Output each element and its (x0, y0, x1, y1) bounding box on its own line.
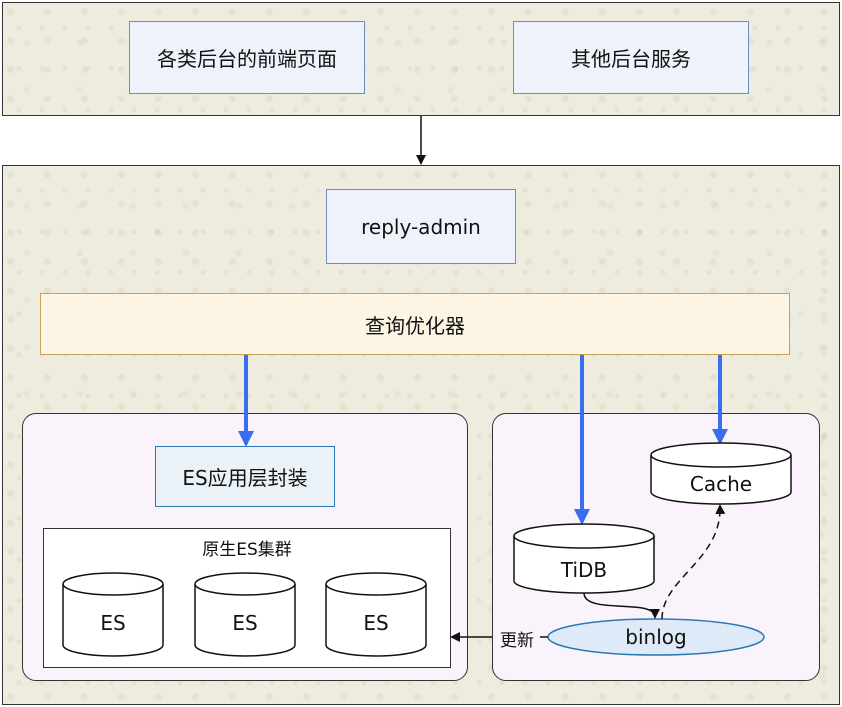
tidb-label: TiDB (560, 558, 608, 582)
frontend-pages-label: 各类后台的前端页面 (157, 47, 337, 71)
reply-admin-box: reply-admin (326, 189, 516, 264)
tidb-to-binlog-arrow (583, 592, 660, 619)
cache-label: Cache (689, 472, 753, 496)
cache-cylinder (650, 442, 792, 505)
es-node-cylinder-3 (325, 572, 427, 657)
es-node-label-2: ES (232, 611, 258, 635)
es-layer-label: ES应用层封装 (182, 466, 308, 490)
query-optimizer-box: 查询优化器 (40, 293, 790, 355)
es-node-label-3: ES (363, 611, 389, 635)
frontend-pages-box: 各类后台的前端页面 (129, 21, 365, 94)
es-layer-box: ES应用层封装 (155, 446, 335, 507)
es-node-cylinder-2 (194, 572, 296, 657)
binlog-to-cache-arrow (661, 504, 726, 620)
other-services-box: 其他后台服务 (513, 21, 749, 94)
es-node-cylinder-1 (62, 572, 164, 657)
other-services-label: 其他后台服务 (571, 47, 691, 71)
es-cluster-title: 原生ES集群 (202, 540, 292, 560)
update-label: 更新 (500, 631, 534, 651)
es-node-label-1: ES (100, 611, 126, 635)
binlog-label: binlog (625, 625, 687, 649)
reply-admin-label: reply-admin (361, 214, 481, 239)
query-optimizer-label: 查询优化器 (365, 313, 465, 338)
